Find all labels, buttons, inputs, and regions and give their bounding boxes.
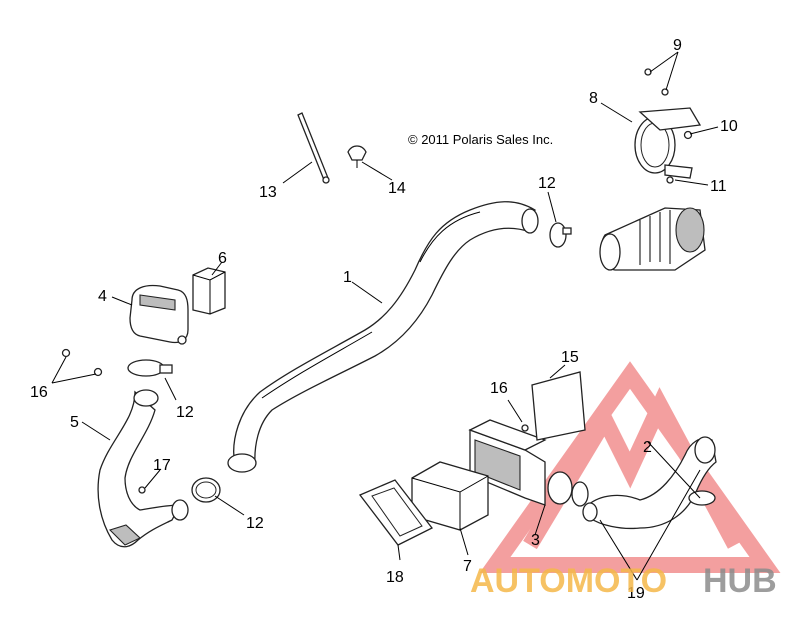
callout-11: 11	[710, 178, 727, 195]
gasket-sheet	[531, 371, 586, 441]
callout-15: 15	[561, 349, 579, 366]
callout-7: 7	[463, 558, 472, 575]
callout-16-right: 16	[490, 380, 508, 397]
callout-8: 8	[589, 90, 598, 107]
callout-12-bottom: 12	[246, 515, 264, 532]
clamp-left	[127, 359, 173, 377]
callout-2: 2	[643, 439, 652, 456]
callout-10: 10	[720, 118, 738, 135]
watermark-word-a: AUTOMOTO	[470, 562, 667, 600]
callout-4: 4	[98, 288, 107, 305]
foam-pad	[192, 267, 226, 315]
copyright-text: © 2011 Polaris Sales Inc.	[408, 132, 553, 147]
watermark-wordmark: AUTOMOTO HUB	[470, 562, 777, 600]
callout-14: 14	[388, 180, 406, 197]
callout-5: 5	[70, 414, 79, 431]
watermark-word-b: HUB	[703, 562, 777, 600]
filter-frame	[358, 479, 433, 546]
callout-9: 9	[673, 37, 682, 54]
callout-1: 1	[343, 269, 352, 286]
airbox	[468, 419, 589, 507]
callout-19: 19	[627, 585, 645, 602]
leader-lines	[51, 51, 719, 581]
callout-18: 18	[386, 569, 404, 586]
breather-box	[129, 284, 189, 345]
callout-16-left: 16	[30, 384, 48, 401]
bracket-strap	[634, 107, 702, 179]
callout-13: 13	[259, 184, 277, 201]
tie-rod	[297, 112, 330, 184]
callout-12-upper: 12	[538, 175, 556, 192]
clamp-upper	[549, 222, 572, 248]
push-clip	[347, 145, 367, 168]
callout-3: 3	[531, 532, 540, 549]
air-cleaner-canister	[599, 207, 706, 271]
clamp-bottom	[191, 477, 221, 503]
callout-12-left: 12	[176, 404, 194, 421]
callout-6: 6	[218, 250, 227, 267]
lower-intake-tube	[97, 389, 189, 548]
fasteners	[61, 68, 693, 494]
callouts: 1 2 3 4 5 6 7 8 9 10 11 12 12 12 13 14 1…	[30, 37, 738, 602]
intake-duct	[227, 201, 539, 473]
callout-17: 17	[153, 457, 171, 474]
elbow-hose	[582, 436, 717, 530]
